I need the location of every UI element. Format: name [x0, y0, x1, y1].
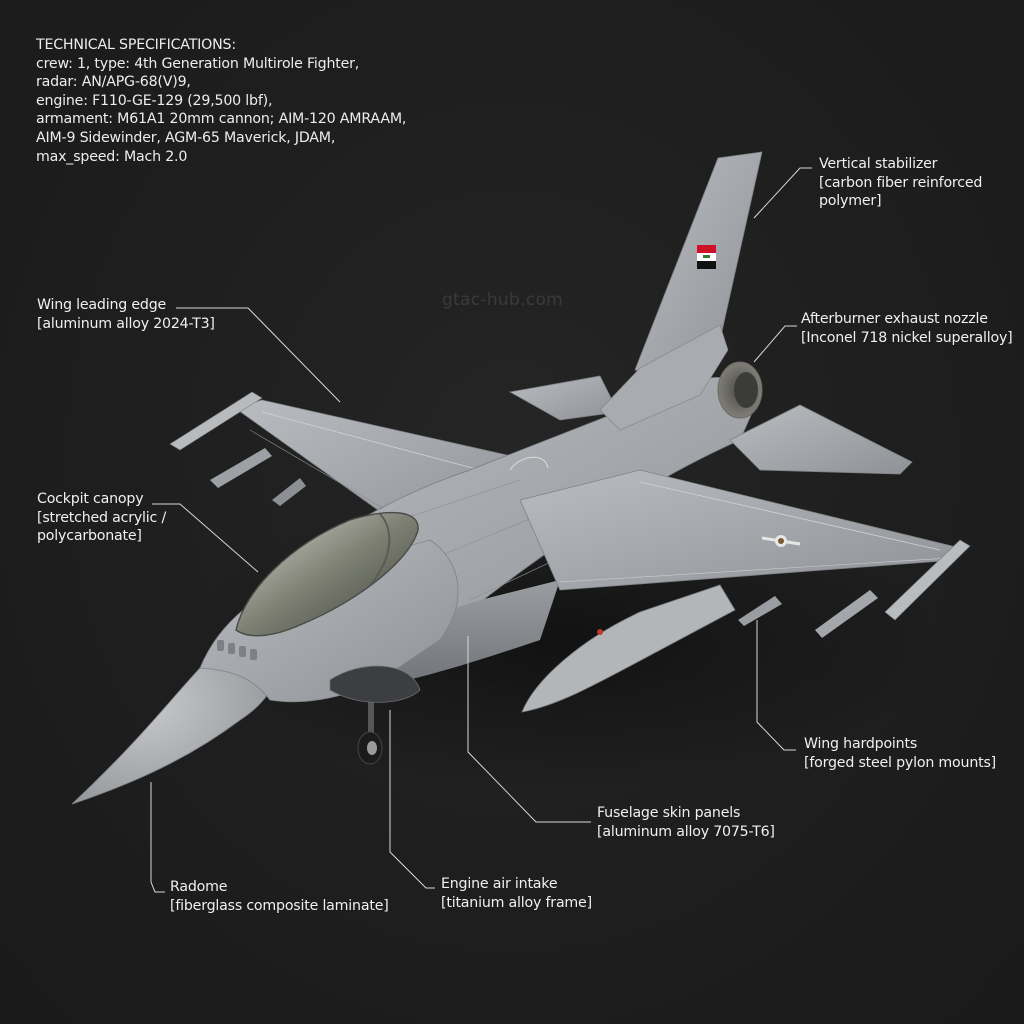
callout-material: [carbon fiber reinforced	[819, 174, 983, 191]
cockpit-canopy	[235, 511, 419, 637]
watermark: gtac-hub.com	[442, 290, 564, 310]
leader-radome	[150, 782, 165, 893]
callout-title: Vertical stabilizer	[819, 156, 938, 172]
leader-cockpit-canopy	[152, 503, 259, 573]
leader-wing-hardpoints	[756, 620, 796, 751]
callout-material: [fiberglass composite laminate]	[170, 897, 389, 914]
leader-fuselage-skin	[467, 636, 591, 823]
roundel-marking	[761, 535, 801, 547]
spec-line: armament: M61A1 20mm cannon; AIM-120 AMR…	[36, 111, 407, 128]
right-horizontal-stabilizer	[729, 404, 913, 475]
callout-material: [Inconel 718 nickel superalloy]	[801, 329, 1013, 346]
callout-wing-leading-edge: Wing leading edge [aluminum alloy 2024-T…	[37, 296, 215, 333]
callout-wing-hardpoints: Wing hardpoints [forged steel pylon moun…	[804, 735, 996, 772]
callout-vertical-stabilizer: Vertical stabilizer [carbon fiber reinfo…	[819, 155, 982, 211]
leader-lines	[150, 167, 812, 893]
callout-fuselage-skin: Fuselage skin panels [aluminum alloy 707…	[597, 804, 775, 841]
callout-title: Cockpit canopy	[37, 491, 144, 507]
callout-title: Wing hardpoints	[804, 736, 918, 752]
callout-title: Afterburner exhaust nozzle	[801, 311, 988, 327]
spec-line: engine: F110-GE-129 (29,500 lbf),	[36, 92, 273, 109]
spec-line: crew: 1, type: 4th Generation Multirole …	[36, 55, 360, 72]
right-wing	[519, 469, 971, 638]
callout-material: [stretched acrylic /	[37, 509, 167, 526]
leader-wing-leading-edge	[176, 307, 341, 403]
callout-material: [aluminum alloy 7075-T6]	[597, 823, 775, 840]
vertical-stabilizer	[599, 151, 763, 431]
left-horizontal-stabilizer	[508, 375, 619, 421]
iraq-flag-icon	[697, 245, 716, 269]
callout-material: polymer]	[819, 193, 882, 210]
spec-line: radar: AN/APG-68(V)9,	[36, 74, 191, 91]
callout-cockpit-canopy: Cockpit canopy [stretched acrylic / poly…	[37, 490, 166, 546]
callout-material: [titanium alloy frame]	[441, 894, 592, 911]
technical-specifications: TECHNICAL SPECIFICATIONS: crew: 1, type:…	[36, 36, 406, 166]
callout-material: [aluminum alloy 2024-T3]	[37, 315, 215, 332]
callout-title: Fuselage skin panels	[597, 805, 741, 821]
callout-title: Engine air intake	[441, 876, 558, 892]
leader-vertical-stabilizer	[753, 167, 812, 219]
leader-afterburner	[753, 325, 797, 363]
callout-material: polycarbonate]	[37, 528, 142, 545]
callout-radome: Radome [fiberglass composite laminate]	[170, 878, 389, 915]
leader-engine-intake	[389, 710, 435, 889]
engine-air-intake	[329, 665, 421, 703]
spec-line: max_speed: Mach 2.0	[36, 148, 188, 165]
callout-title: Wing leading edge	[37, 297, 167, 313]
callout-material: [forged steel pylon mounts]	[804, 754, 997, 771]
nose-landing-gear	[357, 700, 383, 765]
afterburner-nozzle	[717, 361, 763, 419]
callout-afterburner-nozzle: Afterburner exhaust nozzle [Inconel 718 …	[801, 310, 1013, 347]
spec-line: AIM-9 Sidewinder, AGM-65 Maverick, JDAM,	[36, 129, 336, 146]
callout-engine-intake: Engine air intake [titanium alloy frame]	[441, 875, 592, 912]
external-fuel-tank	[521, 584, 736, 713]
specs-title: TECHNICAL SPECIFICATIONS:	[36, 37, 236, 53]
callout-title: Radome	[170, 879, 228, 895]
